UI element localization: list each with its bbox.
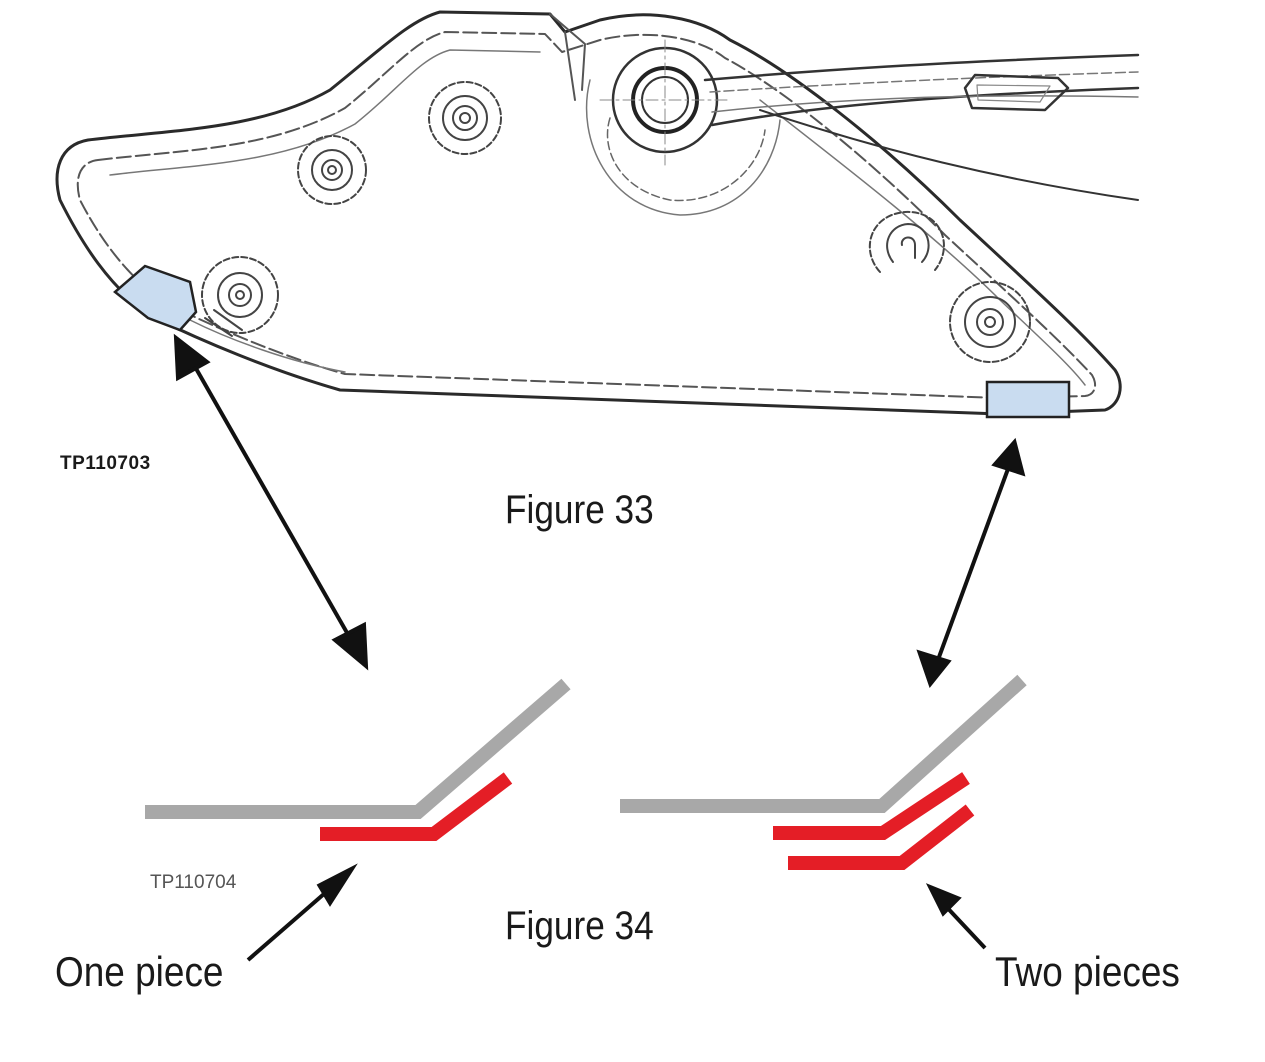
mounting-boss-4 [949,281,1031,363]
drawing-code-top: TP110703 [60,453,151,474]
highlight-piece-right [985,380,1071,419]
section-two-pieces [620,674,1027,870]
base-layer-right [620,674,1027,813]
mounting-boss-2 [297,135,367,205]
part-drawing [55,10,1140,416]
figure-caption-top: Figure 33 [505,488,654,532]
piece-two-upper [773,772,970,840]
highlight-piece-left [113,264,198,332]
figure-caption-bottom: Figure 34 [505,904,654,948]
callout-one-piece: One piece [55,948,224,995]
part-outer-outline [55,10,1122,416]
mounting-boss-5 [868,210,945,273]
hinge-arm [703,53,1140,201]
mounting-boss-1 [428,81,502,155]
double-arrow-right [916,437,1026,689]
pointer-arrow-two-pieces [925,883,987,950]
arm-slot [963,73,1070,112]
part-mid-rim [109,49,541,176]
mounting-boss-3 [201,256,279,337]
pointer-arrow-one-piece [246,863,358,962]
callout-two-pieces: Two pieces [995,948,1180,995]
drawing-code-bottom: TP110704 [150,872,237,893]
base-layer-left [145,678,571,819]
hinge-boss [585,39,781,216]
double-arrow-left [173,333,369,671]
piece-one [320,772,513,841]
piece-two-lower [788,804,975,870]
arrows [173,333,1026,962]
section-one-piece [145,678,571,841]
part-inner-rim [76,31,1097,399]
